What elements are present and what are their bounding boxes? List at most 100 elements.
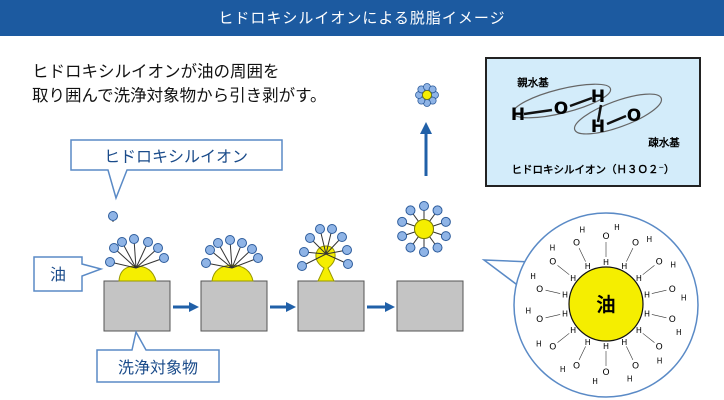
zoom-atom-h-outer: H xyxy=(525,307,531,316)
callout-hydroxyl-ion-shape xyxy=(70,139,283,201)
block-stage-3 xyxy=(297,280,365,332)
title-bar: ヒドロキシルイオンによる脱脂イメージ xyxy=(0,0,724,36)
ion-head xyxy=(343,259,353,269)
zoom-atom-o: O xyxy=(536,285,543,295)
ion-head xyxy=(297,261,307,271)
ion-head xyxy=(225,235,235,245)
page-title: ヒドロキシルイオンによる脱脂イメージ xyxy=(218,9,506,27)
zoom-atom-h: H xyxy=(603,342,609,351)
zoom-bond xyxy=(626,248,634,262)
zoom-bond xyxy=(578,248,586,262)
oil-droplet-small xyxy=(422,90,432,100)
ion-head xyxy=(315,224,325,234)
block-stage-4 xyxy=(396,280,464,332)
zoom-atom-o: O xyxy=(602,232,609,242)
cleaning-target-blocks xyxy=(103,280,464,332)
zoom-atom-h: H xyxy=(621,262,627,271)
zoom-bond xyxy=(642,265,655,275)
zoom-bond xyxy=(545,289,561,294)
zoom-atom-h-outer: H xyxy=(614,223,620,232)
ion-head xyxy=(305,233,315,243)
ion-head xyxy=(327,224,337,234)
zoom-atom-o: O xyxy=(573,239,580,249)
oil-stage-3 xyxy=(315,245,336,282)
description-line-1: ヒドロキシルイオンが油の周囲を xyxy=(32,62,280,81)
oil-droplet-large xyxy=(568,266,644,342)
zoom-atom-h: H xyxy=(603,258,609,267)
hydrophilic-label: 親水基 xyxy=(517,76,549,89)
callout-cleaning-target-shape xyxy=(96,329,220,383)
callout-cleaning-target: 洗浄対象物 xyxy=(96,329,220,383)
ion-head xyxy=(143,237,153,247)
ion-head xyxy=(419,201,429,211)
callout-oil-text: 油 xyxy=(50,265,66,284)
zoom-atom-h-outer: H xyxy=(536,340,542,349)
zoom-atom-h-outer: H xyxy=(657,357,663,366)
ion-head xyxy=(108,211,118,221)
zoom-atom-o: O xyxy=(536,315,543,325)
zoom-atom-h: H xyxy=(562,291,568,300)
zoom-atom-h-outer: H xyxy=(627,374,633,383)
zoom-atom-h-outer: H xyxy=(530,272,536,281)
zoom-pointer-joint xyxy=(524,258,532,289)
molecule-box: H O H H O 親水基 疎水基 ヒドロキシルイオン（Ｈ３Ｏ２⁻） xyxy=(485,57,701,187)
zoom-atom-h: H xyxy=(585,262,591,271)
atom-h2: H xyxy=(591,87,605,107)
ion-head xyxy=(342,245,352,255)
zoom-atom-o: O xyxy=(656,258,663,268)
zoom-atom-h: H xyxy=(644,309,650,318)
zoom-atom-o: O xyxy=(549,258,556,268)
ion-head xyxy=(247,244,257,254)
ion-head xyxy=(201,258,211,268)
bond-h-o2 xyxy=(606,114,627,126)
callout-oil-shape xyxy=(33,256,104,292)
zoom-bond xyxy=(651,314,667,319)
molecule-caption: ヒドロキシルイオン（Ｈ３Ｏ２⁻） xyxy=(511,163,674,176)
zoom-atom-o: O xyxy=(632,239,639,249)
zoom-atom-h: H xyxy=(585,338,591,347)
bond-h-o xyxy=(523,108,553,116)
callout-hydroxyl-ion-text: ヒドロキシルイオン xyxy=(104,147,248,166)
zoom-bond xyxy=(626,346,634,360)
zoom-atom-h: H xyxy=(570,326,576,335)
ion-head xyxy=(109,243,119,253)
released-droplet xyxy=(415,83,439,107)
hydrophilic-outline xyxy=(512,83,612,119)
ion-head xyxy=(397,216,408,227)
zoom-atom-o: O xyxy=(602,368,609,378)
zoom-bond xyxy=(557,333,570,343)
zoom-atom-h-outer: H xyxy=(592,377,598,386)
ion-head xyxy=(237,238,247,248)
ion-head xyxy=(432,242,443,253)
zoom-atom-h-outer: H xyxy=(676,328,682,337)
atom-o1: O xyxy=(554,99,568,119)
zoom-atom-h: H xyxy=(570,274,576,283)
ion-head xyxy=(205,245,215,255)
ion-head xyxy=(129,234,139,244)
zoom-bond xyxy=(642,333,655,343)
callout-cleaning-target-text: 洗浄対象物 xyxy=(118,358,198,377)
zoom-atom-h: H xyxy=(636,274,642,283)
oil-droplet-label: 油 xyxy=(596,294,615,316)
callout-oil: 油 xyxy=(33,256,104,292)
atom-h1: H xyxy=(511,105,525,125)
ion-head xyxy=(159,253,169,263)
zoom-bond xyxy=(651,289,667,294)
zoom-bond xyxy=(578,346,586,360)
ion-head xyxy=(405,205,416,216)
hydroxyl-ions xyxy=(105,201,451,271)
ion-head xyxy=(432,205,443,216)
zoom-atom-h-outer: H xyxy=(560,365,566,374)
zoom-atom-o: O xyxy=(549,342,556,352)
molecule-box-frame xyxy=(485,57,701,187)
zoom-atom-o: O xyxy=(632,361,639,371)
zoom-atom-h-outer: H xyxy=(579,226,585,235)
zoom-atom-o: O xyxy=(656,342,663,352)
ion-head xyxy=(253,253,263,263)
ion-head xyxy=(440,231,451,242)
ion-head xyxy=(397,231,408,242)
zoom-atom-h: H xyxy=(562,309,568,318)
block-stage-2 xyxy=(200,280,268,332)
